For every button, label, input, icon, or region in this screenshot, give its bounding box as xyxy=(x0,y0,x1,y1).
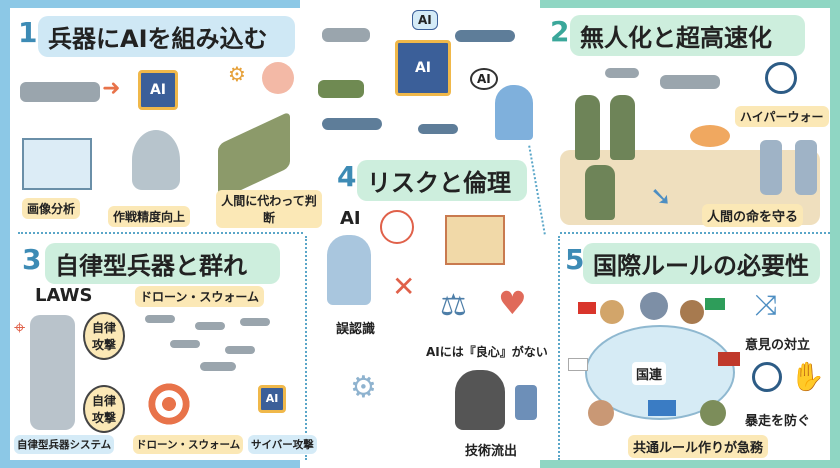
label-drone-swarm: ドローン・スウォーム xyxy=(133,435,244,454)
drone-icon xyxy=(200,362,236,371)
clock-icon xyxy=(752,362,782,392)
gear-icon: ⚙ xyxy=(350,370,377,405)
section2-title: 無人化と超高速化 xyxy=(570,15,805,56)
scales-icon: ⚖ xyxy=(440,288,467,323)
ai-network-icon: AI xyxy=(258,385,286,413)
x-mark-icon: ✕ xyxy=(392,270,416,303)
section5-title: 国際ルールの必要性 xyxy=(583,243,820,284)
label-misrecognition: 誤認識 xyxy=(336,322,376,337)
flag-icon xyxy=(578,302,596,314)
section4-number: 4 xyxy=(337,160,357,193)
label-swarm-top: ドローン・スウォーム xyxy=(135,286,265,307)
drone-icon xyxy=(170,340,200,348)
delegate-icon xyxy=(680,300,704,324)
un-label: 国連 xyxy=(632,362,667,385)
drone-icon xyxy=(195,322,225,330)
label-prevent-runaway: 暴走を防ぐ xyxy=(745,414,811,429)
person-with-tablet-icon xyxy=(495,85,533,140)
target-icon xyxy=(145,380,193,428)
japan-flag-icon xyxy=(568,358,588,371)
arrow-right-icon: ➘ xyxy=(650,182,672,212)
divider xyxy=(558,236,560,460)
section4-title: リスクと倫理 xyxy=(357,160,527,201)
label-hyperwar: ハイパーウォー xyxy=(735,106,829,127)
gear-icon: ⚙ xyxy=(228,62,246,86)
ai-device-icon xyxy=(515,385,537,420)
speech-bubble-autonomous-attack: 自律攻撃 xyxy=(83,385,125,433)
speech-bubble-autonomous-attack: 自律攻撃 xyxy=(83,312,125,360)
flag-icon xyxy=(705,298,725,310)
drone-icon xyxy=(660,75,720,89)
ai-speech-bubble: AI xyxy=(470,68,498,90)
ai-label: AI xyxy=(340,208,361,229)
thief-icon xyxy=(455,370,505,430)
laws-label: LAWS xyxy=(35,285,93,306)
heart-icon: ♥ xyxy=(498,284,527,322)
stop-hand-icon: ✋ xyxy=(790,360,825,393)
section1-number: 1 xyxy=(18,16,38,49)
drone-icon xyxy=(240,318,270,326)
label-save-lives: 人間の命を守る xyxy=(702,204,804,227)
explosion-icon xyxy=(690,125,730,147)
drone-icon xyxy=(605,68,639,78)
label-no-conscience: AIには『良心』がない xyxy=(426,345,548,359)
robot-soldier-icon xyxy=(795,140,817,195)
drone-icon xyxy=(322,28,370,42)
divider xyxy=(560,232,830,234)
section5-number: 5 xyxy=(565,243,585,276)
robot-icon xyxy=(327,235,371,305)
label-tech-leak: 技術流出 xyxy=(465,444,518,459)
soldier-icon xyxy=(610,95,635,160)
house-icon xyxy=(445,215,505,265)
label-human-judgment: 人間に代わって判断 xyxy=(216,190,322,228)
submarine-icon xyxy=(418,124,458,134)
submarine-icon xyxy=(455,30,515,42)
divider xyxy=(18,232,303,234)
tank-icon xyxy=(318,80,364,98)
un-logo-icon xyxy=(648,400,676,416)
drone-icon xyxy=(145,315,175,323)
label-precision: 作戦精度向上 xyxy=(108,206,191,227)
delegate-icon xyxy=(600,300,624,324)
delegate-icon xyxy=(588,400,614,426)
brain-head-icon xyxy=(262,62,294,94)
delegate-icon xyxy=(700,400,726,426)
label-image-analysis: 画像分析 xyxy=(22,198,81,219)
label-cyber-attack: サイバー攻撃 xyxy=(248,435,317,454)
us-flag-icon xyxy=(718,352,740,366)
ai-chip-icon: AI xyxy=(138,70,178,110)
image-analysis-screen-icon xyxy=(22,138,92,190)
soldier-icon xyxy=(575,95,600,160)
drone-icon xyxy=(225,346,255,354)
robot-icon xyxy=(30,315,75,430)
label-urgent-rules: 共通ルール作りが急務 xyxy=(628,435,769,458)
robot-soldier-icon xyxy=(760,140,782,195)
target-crosshair-icon: ⌖ xyxy=(14,315,26,339)
drone-icon xyxy=(20,82,100,102)
section3-number: 3 xyxy=(22,243,42,276)
soldier-icon xyxy=(585,165,615,220)
label-conflict: 意見の対立 xyxy=(745,338,811,353)
crossing-arrows-icon: ⤨ xyxy=(755,288,778,321)
section2-number: 2 xyxy=(550,15,570,48)
section3-title: 自律型兵器と群れ xyxy=(45,243,280,284)
ai-tag: AI xyxy=(412,10,438,30)
delegate-icon xyxy=(640,292,668,320)
stopwatch-icon xyxy=(765,62,797,94)
label-laws-system: 自律型兵器システム xyxy=(14,435,115,454)
divider xyxy=(305,236,307,460)
arrow-right-icon: ➜ xyxy=(102,76,121,101)
section1-title: 兵器にAIを組み込む xyxy=(38,16,295,57)
ai-brain-chip-icon: AI xyxy=(395,40,451,96)
radar-dish-icon xyxy=(132,130,180,190)
target-crosshair-icon xyxy=(380,210,414,244)
submarine-icon xyxy=(322,118,382,130)
